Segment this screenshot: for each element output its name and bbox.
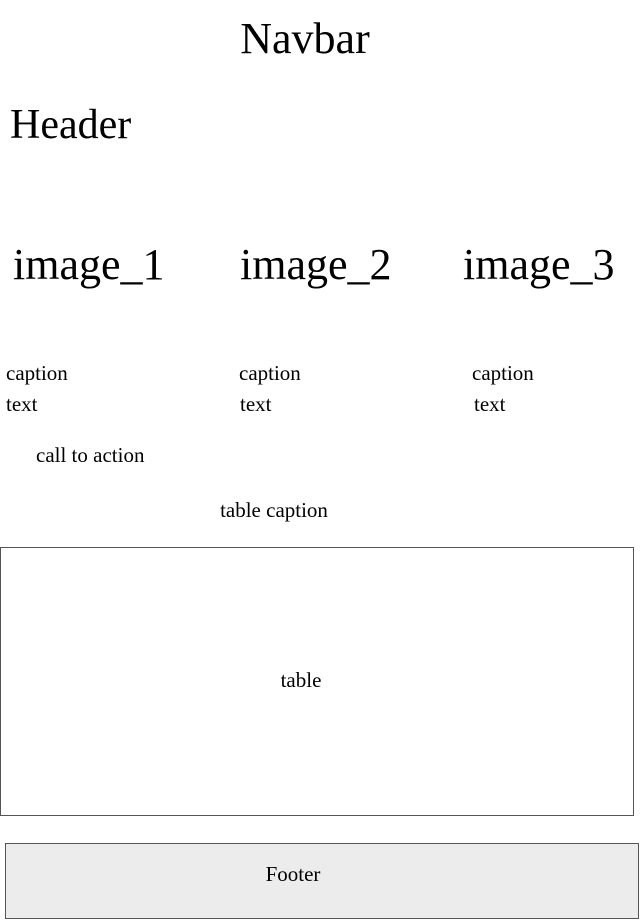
header: Header	[10, 102, 132, 148]
card-3-text: text	[474, 392, 506, 416]
table-label: table	[280, 668, 322, 692]
card-3-caption: caption	[472, 361, 534, 385]
card-1-text: text	[6, 392, 38, 416]
footer: Footer	[5, 843, 639, 919]
card-2-text: text	[240, 392, 272, 416]
image-2-placeholder: image_2	[240, 240, 392, 289]
card-1-caption: caption	[6, 361, 68, 385]
footer-label: Footer	[265, 862, 321, 886]
navbar: Navbar	[240, 14, 370, 63]
call-to-action-button[interactable]: call to action	[36, 443, 145, 467]
image-1-placeholder: image_1	[13, 240, 165, 289]
card-2-caption: caption	[239, 361, 301, 385]
table-placeholder: table	[0, 547, 634, 816]
table-caption: table caption	[220, 498, 328, 522]
image-3-placeholder: image_3	[463, 240, 615, 289]
